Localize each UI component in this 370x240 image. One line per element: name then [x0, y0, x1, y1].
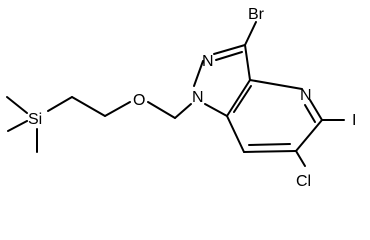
atom-label-silicon: Si — [28, 111, 42, 128]
bond-c7a-c3a-inner — [233, 85, 252, 113]
bond-c5-c6 — [295, 119, 323, 152]
atom-label-n2: N — [202, 53, 214, 70]
bond-n1-n2 — [193, 60, 204, 87]
bond-c6-c7 — [243, 150, 297, 153]
bond-si-methyl-left — [6, 96, 28, 114]
bond-ch2-n1 — [174, 103, 192, 119]
atom-label-n4: N — [300, 87, 312, 104]
bond-c6-c7-inner — [248, 143, 291, 146]
atom-label-iodine: I — [352, 112, 356, 129]
bond-c3-c3a — [244, 44, 251, 81]
bond-si-methyl-bottom-left — [7, 120, 28, 132]
atom-label-br: Br — [248, 6, 265, 23]
atom-label-n1: N — [192, 89, 204, 106]
bond-o-ch2 — [147, 101, 176, 119]
bond-ch2-o — [104, 101, 131, 117]
chemical-structure-diagram: Br N N N I Cl O Si — [6, 6, 356, 190]
bonds — [6, 21, 345, 167]
bond-c7-c7a — [226, 115, 245, 153]
structure-canvas: Br N N N I Cl O Si — [6, 6, 356, 190]
bond-si-ch2 — [47, 96, 73, 112]
atom-labels: Br N N N I Cl O Si — [28, 6, 356, 190]
bond-n4-c5 — [309, 99, 323, 121]
bond-n1-c7a — [204, 103, 228, 117]
bond-n2-c3-outer — [213, 44, 246, 55]
atom-label-oxygen: O — [133, 92, 145, 109]
bond-c6-cl — [295, 150, 306, 167]
bond-c7a-c3a — [226, 79, 251, 117]
bond-n2-c3-inner — [215, 51, 243, 61]
bond-ch2-ch2 — [71, 96, 106, 117]
atom-label-chlorine: Cl — [296, 173, 311, 190]
bond-c3a-n4 — [249, 79, 303, 90]
bond-c3-br — [244, 21, 257, 46]
bond-n4-c5-inner — [304, 104, 316, 123]
